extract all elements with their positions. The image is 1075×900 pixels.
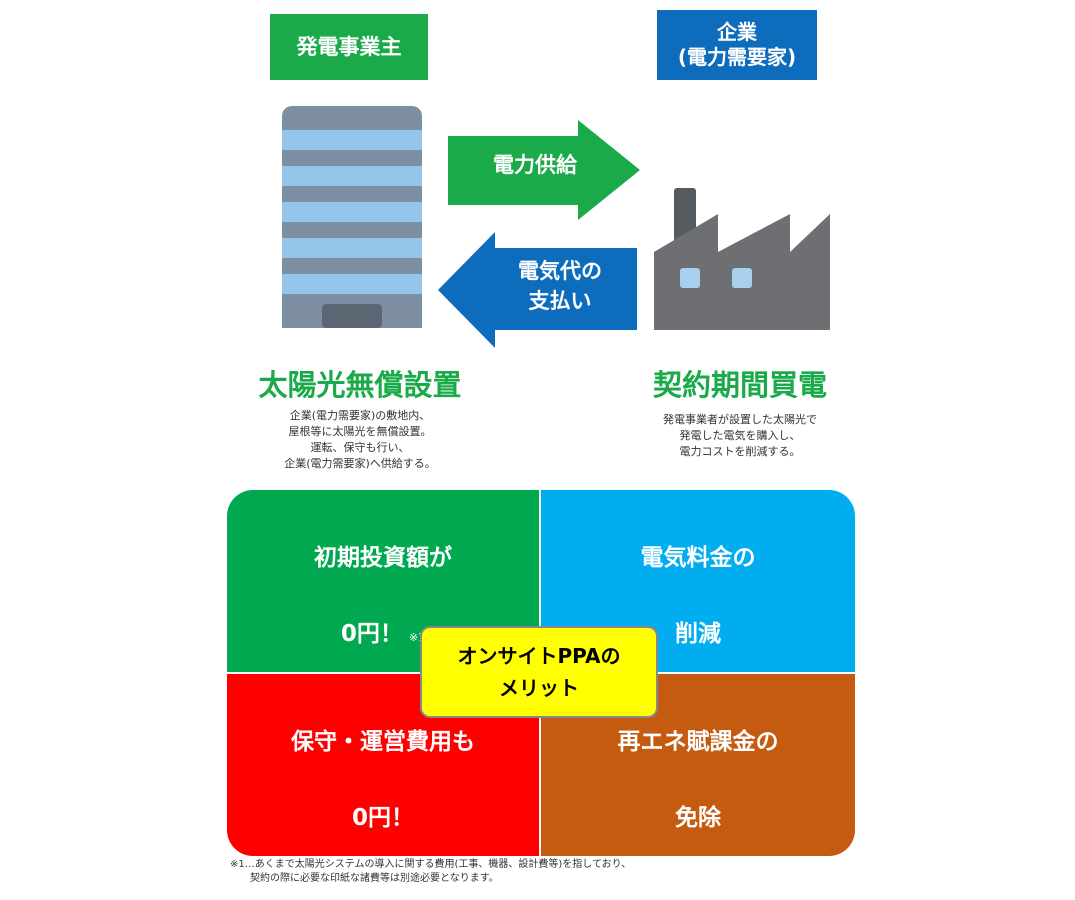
merit-initial-cost-line2: 0円！ (340, 621, 403, 647)
merit-levy-line1: 再エネ賦課金の (617, 729, 779, 755)
contract-purchase-heading: 契約期間買電 (652, 368, 827, 402)
merit-electricity-line2: 削減 (675, 621, 721, 647)
free-installation-heading: 太陽光無償設置 (258, 368, 462, 402)
merit-initial-cost-line1: 初期投資額が (314, 545, 452, 571)
company-label: 企業 (電力需要家) (657, 10, 817, 80)
merit-initial-cost: 初期投資額が 0円！ ※1 (227, 490, 539, 672)
free-installation-description: 企業(電力需要家)の敷地内、 屋根等に太陽光を無償設置。 運転、保守も行い、 企… (284, 409, 436, 470)
payment-arrow-label: 電気代の 支払い (518, 259, 602, 314)
merit-initial-cost-line2-wrap: 0円！ ※1 (341, 614, 425, 648)
supply-arrow (448, 120, 640, 220)
factory-icon (654, 188, 830, 330)
contract-purchase-description: 発電事業者が設置した太陽光で 発電した電気を購入し、 電力コストを削減する。 (663, 413, 817, 458)
merit-levy-line2: 免除 (675, 805, 721, 831)
merit-maintenance-line1: 保守・運営費用も (291, 729, 475, 755)
supply-arrow-label: 電力供給 (493, 153, 577, 177)
payment-arrow (438, 232, 637, 348)
merit-maintenance-line2: 0円！ (351, 805, 414, 831)
merit-maintenance: 保守・運営費用も 0円！ (227, 674, 539, 856)
merit-grid: 初期投資額が 0円！ ※1 電気料金の 削減 保守・運営費用も 0円！ 再エネ賦… (227, 490, 855, 856)
merit-electricity-line1: 電気料金の (640, 545, 756, 571)
onsite-ppa-merit-label: オンサイトPPAの メリット (420, 626, 658, 718)
office-building-icon (282, 106, 422, 328)
footnote: ※1…あくまで太陽光システムの導入に関する費用(工事、機器、設計費等)を指してお… (230, 859, 632, 884)
generator-label: 発電事業主 (270, 14, 428, 80)
